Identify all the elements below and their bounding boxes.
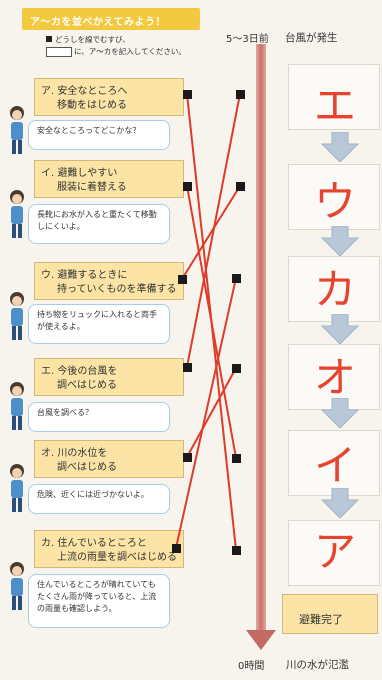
action-card-a: ア. 安全なところへ 移動をはじめる <box>34 78 184 116</box>
down-arrow-icon <box>320 314 360 344</box>
speech-bubble: 危険、近くには近づかないよ。 <box>28 484 170 514</box>
answer-letter: カ <box>313 265 356 314</box>
instruction-line-1: どうしを線でむすび、 <box>55 35 130 44</box>
match-line <box>175 277 237 549</box>
action-card-line1: イ. 避難しやすい <box>41 168 118 179</box>
answer-box[interactable] <box>288 520 380 586</box>
match-line <box>181 185 241 280</box>
action-card-line1: オ. 川の水位を <box>41 448 108 459</box>
instructions: どうしを線でむすび、 に、ア〜カを記入してください。 <box>46 34 216 58</box>
match-line <box>186 367 237 458</box>
connector-dot[interactable] <box>236 90 245 99</box>
connector-dot[interactable] <box>172 544 181 553</box>
down-arrow-icon <box>320 398 360 428</box>
timeline-end-time: 0時間 <box>238 661 265 672</box>
action-card-e: エ. 今後の台風を 調べはじめる <box>34 358 184 396</box>
action-card-line2: 調べはじめる <box>57 380 117 391</box>
down-arrow-icon <box>320 132 360 162</box>
connector-dot[interactable] <box>183 182 192 191</box>
connector-dot[interactable] <box>232 364 241 373</box>
connector-dot[interactable] <box>178 275 187 284</box>
match-line <box>186 93 241 368</box>
action-card-ka: カ. 住んでいるところと 上流の雨量を調べはじめる <box>34 530 184 568</box>
answer-letter: エ <box>313 81 356 130</box>
timeline-arrow-icon <box>246 630 276 650</box>
child-illustration-icon <box>10 464 24 512</box>
evacuation-complete-box: 避難完了 <box>282 594 378 634</box>
worksheet-title: ア〜カを並べかえてみよう！ <box>22 8 200 30</box>
child-illustration-icon <box>10 190 24 238</box>
action-card-u: ウ. 避難するときに 持っていくものを準備する <box>34 262 184 300</box>
answer-box-icon <box>46 47 72 57</box>
match-line <box>186 93 237 551</box>
child-illustration-icon <box>10 562 24 610</box>
down-arrow-icon <box>320 488 360 518</box>
speech-bubble: 長靴にお水が入ると重たくて移動しにくいよ。 <box>28 204 170 244</box>
action-card-line1: エ. 今後の台風を <box>41 366 118 377</box>
connector-dot[interactable] <box>232 454 241 463</box>
action-card-line1: ア. 安全なところへ <box>41 86 128 97</box>
evacuation-complete-label: 避難完了 <box>299 613 343 626</box>
action-card-line2: 持っていくものを準備する <box>57 284 177 295</box>
match-line <box>186 185 237 459</box>
speech-bubble: 持ち物をリュックに入れると両手が使えるよ。 <box>28 304 170 344</box>
answer-letter: ア <box>313 527 356 576</box>
action-card-line1: ウ. 避難するときに <box>41 270 128 281</box>
timeline-end-event: 川の水が氾濫 <box>286 659 349 671</box>
action-card-line2: 服装に着替える <box>57 182 127 193</box>
action-card-i: イ. 避難しやすい 服装に着替える <box>34 160 184 198</box>
answer-box[interactable] <box>288 256 380 322</box>
child-illustration-icon <box>10 382 24 430</box>
connector-dot[interactable] <box>183 90 192 99</box>
child-illustration-icon <box>10 292 24 340</box>
answer-letter: イ <box>313 441 356 490</box>
action-card-line2: 移動をはじめる <box>57 100 127 111</box>
connector-dot[interactable] <box>183 453 192 462</box>
timeline-start-event: 台風が発生 <box>285 32 338 44</box>
connector-dot[interactable] <box>183 363 192 372</box>
answer-letter: ウ <box>313 177 356 226</box>
down-arrow-icon <box>320 226 360 256</box>
instruction-line-2: に、ア〜カを記入してください。 <box>74 47 186 56</box>
square-icon <box>46 36 52 42</box>
timeline-start-time: 5〜3日前 <box>226 34 269 45</box>
action-card-line2: 上流の雨量を調べはじめる <box>57 552 177 563</box>
connector-dot[interactable] <box>236 182 245 191</box>
answer-box[interactable] <box>288 64 380 130</box>
speech-bubble: 安全なところってどこかな？ <box>28 120 170 150</box>
connector-dot[interactable] <box>232 274 241 283</box>
connector-dot[interactable] <box>232 546 241 555</box>
timeline-bar <box>256 44 266 634</box>
answer-box[interactable] <box>288 430 380 496</box>
child-illustration-icon <box>10 106 24 154</box>
speech-bubble: 台風を調べる？ <box>28 402 170 432</box>
action-card-line2: 調べはじめる <box>57 462 117 473</box>
speech-bubble: 住んでいるところが晴れていてもたくさん雨が降っていると、上流の雨量も確認しよう。 <box>28 574 170 628</box>
action-card-line1: カ. 住んでいるところと <box>41 538 147 549</box>
action-card-o: オ. 川の水位を 調べはじめる <box>34 440 184 478</box>
answer-letter: オ <box>313 353 356 402</box>
